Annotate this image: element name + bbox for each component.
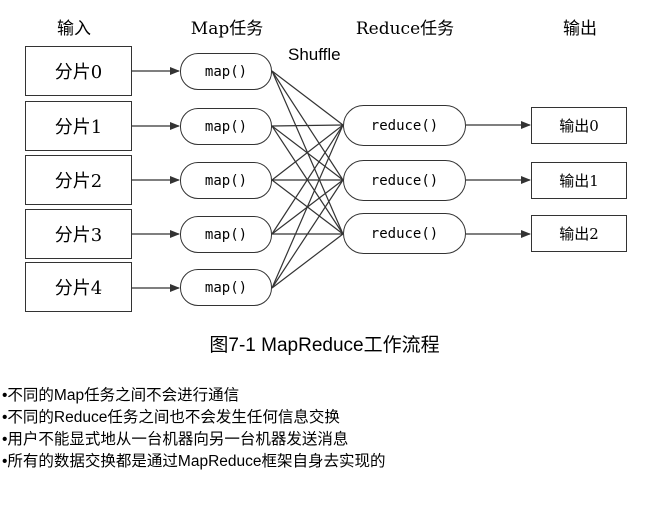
reduce-node: reduce() [343, 105, 466, 146]
shuffle-line [271, 124, 344, 235]
map-node: map() [180, 269, 272, 306]
output-box: 输出0 [531, 107, 627, 144]
header-map-task: Map任务 [190, 19, 264, 39]
header-output: 输出 [563, 19, 597, 39]
shuffle-line [271, 70, 344, 126]
map-node: map() [180, 53, 272, 90]
shuffle-line [271, 179, 344, 289]
figure-caption: 图7-1 MapReduce工作流程 [209, 335, 440, 356]
note-item: •用户不能显式地从一台机器向另一台机器发送消息 [2, 431, 349, 448]
input-split: 分片1 [25, 101, 132, 151]
shuffle-line [271, 233, 344, 289]
reduce-node: reduce() [343, 160, 466, 201]
shuffle-line [271, 124, 344, 181]
reduce-node: reduce() [343, 213, 466, 254]
header-input: 输入 [57, 19, 91, 39]
map-node: map() [180, 216, 272, 253]
note-item: •不同的Reduce任务之间也不会发生任何信息交换 [2, 409, 340, 426]
shuffle-line [271, 124, 344, 289]
shuffle-line [271, 124, 344, 127]
header-reduce-task: Reduce任务 [355, 19, 455, 39]
output-box: 输出1 [531, 162, 627, 199]
note-item: •所有的数据交换都是通过MapReduce框架自身去实现的 [2, 453, 386, 470]
map-node: map() [180, 108, 272, 145]
input-split: 分片3 [25, 209, 132, 259]
shuffle-label: Shuffle [288, 45, 341, 64]
output-box: 输出2 [531, 215, 627, 252]
input-split: 分片4 [25, 262, 132, 312]
note-item: •不同的Map任务之间不会进行通信 [2, 387, 240, 404]
input-split: 分片0 [25, 46, 132, 96]
notes-list: •不同的Map任务之间不会进行通信 •不同的Reduce任务之间也不会发生任何信… [2, 385, 386, 473]
map-node: map() [180, 162, 272, 199]
input-split: 分片2 [25, 155, 132, 205]
